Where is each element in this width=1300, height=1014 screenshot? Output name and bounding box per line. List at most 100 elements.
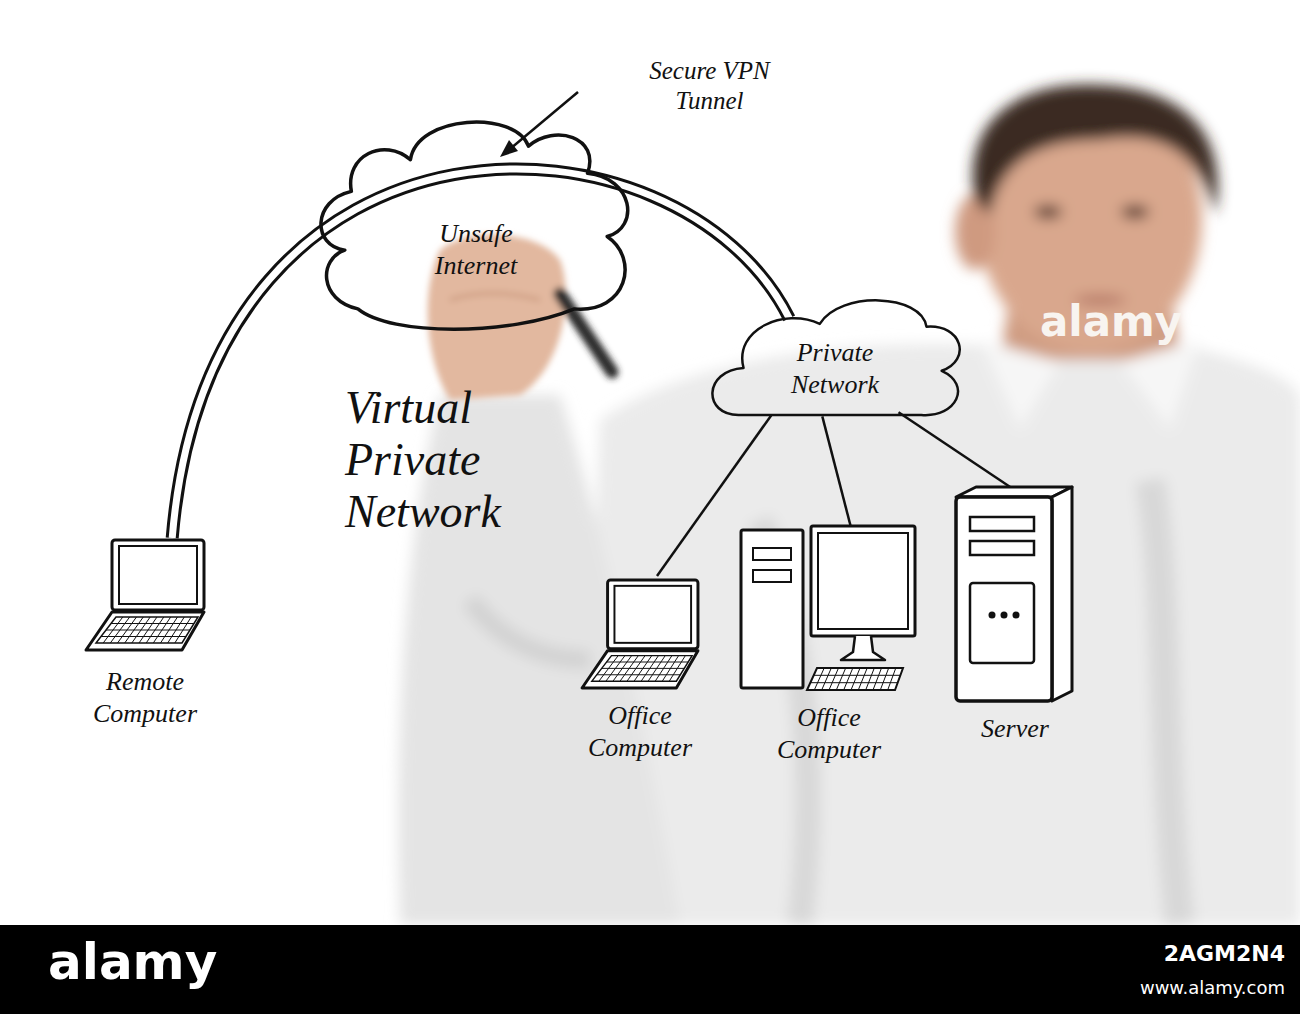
key-grid <box>822 668 832 690</box>
server-side <box>1052 487 1072 701</box>
key-grid <box>168 617 185 643</box>
status-dot <box>989 612 996 619</box>
laptop-icon <box>82 538 208 652</box>
remote-computer: Remote Computer <box>60 538 230 730</box>
image-id: 2AGM2N4 <box>1090 940 1285 968</box>
stock-logo-holder: alamy <box>48 934 217 990</box>
vpn-tunnel <box>172 169 789 538</box>
key-grid <box>888 668 896 690</box>
tunnel-inner <box>172 169 789 538</box>
monitor-stand <box>841 636 885 660</box>
image-id-holder: 2AGM2N4 <box>1090 940 1285 968</box>
callout-text-holder: Secure VPN Tunnel <box>622 56 797 116</box>
text-box: Office Computer <box>749 702 909 766</box>
stock-url: www.alamy.com <box>1090 976 1285 1000</box>
diagram-title: Virtual Private Network <box>345 382 595 538</box>
link-line <box>899 412 1011 487</box>
network-link <box>899 412 1011 487</box>
drive-bay <box>970 541 1034 555</box>
key-grid <box>873 668 882 690</box>
collar <box>980 340 1060 430</box>
tunnel-outer <box>172 169 789 538</box>
key-grid <box>836 668 845 690</box>
collar <box>1120 340 1200 430</box>
node-label: Server <box>940 713 1090 745</box>
icon-holder <box>952 483 1078 705</box>
key-grid <box>641 656 658 682</box>
key-grid <box>844 668 853 690</box>
text-box: Server <box>940 713 1090 745</box>
callout-text: Secure VPN Tunnel <box>622 56 797 116</box>
icon-holder <box>739 518 919 692</box>
hair <box>973 85 1218 215</box>
laptop-display <box>614 586 691 643</box>
title-holder: Virtual Private Network <box>345 382 595 538</box>
watermark-holder: alamy <box>1040 298 1182 346</box>
drive-bay <box>753 570 791 582</box>
key-grid <box>880 668 888 690</box>
key-grid <box>655 656 672 682</box>
laptop-icon <box>578 578 702 690</box>
key-grid <box>175 617 191 643</box>
key-grid <box>146 617 164 643</box>
status-dot <box>1001 612 1008 619</box>
laptop-base <box>86 612 204 650</box>
text-box: Unsafe Internet <box>411 218 541 282</box>
pc-tower <box>741 530 803 688</box>
key-grid <box>161 617 178 643</box>
cloud-path <box>321 122 628 329</box>
desktop-icon <box>739 518 919 692</box>
key-grid <box>829 668 839 690</box>
server-front <box>956 497 1052 701</box>
drive-bay <box>970 517 1034 531</box>
server-panel <box>970 583 1034 663</box>
network-link <box>822 416 850 526</box>
monitor <box>811 526 915 636</box>
office-laptop: Office Computer <box>555 578 725 764</box>
laptop-display <box>119 546 197 604</box>
link-line <box>822 416 850 526</box>
presenter-figure <box>398 85 1300 925</box>
internet-cloud: Unsafe Internet <box>312 110 640 336</box>
eye <box>1034 205 1062 219</box>
icon-holder <box>578 578 702 690</box>
private-network-cloud: Private Network <box>708 288 962 426</box>
stock-url-holder: www.alamy.com <box>1090 976 1285 1000</box>
key-grid <box>139 617 157 643</box>
monitor-screen <box>818 533 908 629</box>
finger-line <box>450 293 540 300</box>
key-grid <box>634 656 652 682</box>
arrow-head <box>500 140 518 157</box>
eye <box>1121 205 1149 219</box>
text-box: Remote Computer <box>65 666 225 730</box>
drive-bay <box>753 548 791 560</box>
keyboard <box>96 617 198 643</box>
node-label: Remote Computer <box>65 666 225 730</box>
keyboard <box>807 668 903 690</box>
key-grid <box>858 668 867 690</box>
keyboard <box>592 656 692 682</box>
server: Server <box>935 483 1095 745</box>
status-dot <box>1013 612 1020 619</box>
key-grid <box>153 617 170 643</box>
node-label: Office Computer <box>749 702 909 766</box>
laptop-screen <box>608 580 698 649</box>
leader-line <box>510 92 578 149</box>
key-grid <box>669 656 685 682</box>
key-grid <box>851 668 860 690</box>
shirt-fold <box>1150 480 1180 925</box>
laptop-base <box>582 651 698 688</box>
text-box: Office Computer <box>560 700 720 764</box>
office-desktop: Office Computer <box>739 518 919 766</box>
key-grid <box>648 656 665 682</box>
footer-bar <box>0 925 1300 1014</box>
cloud-path <box>712 300 959 415</box>
stock-logo: alamy <box>48 934 217 990</box>
callout-arrow <box>500 92 578 157</box>
laptop-screen <box>112 540 204 610</box>
sleeve-fold <box>470 600 590 660</box>
key-grid <box>662 656 678 682</box>
